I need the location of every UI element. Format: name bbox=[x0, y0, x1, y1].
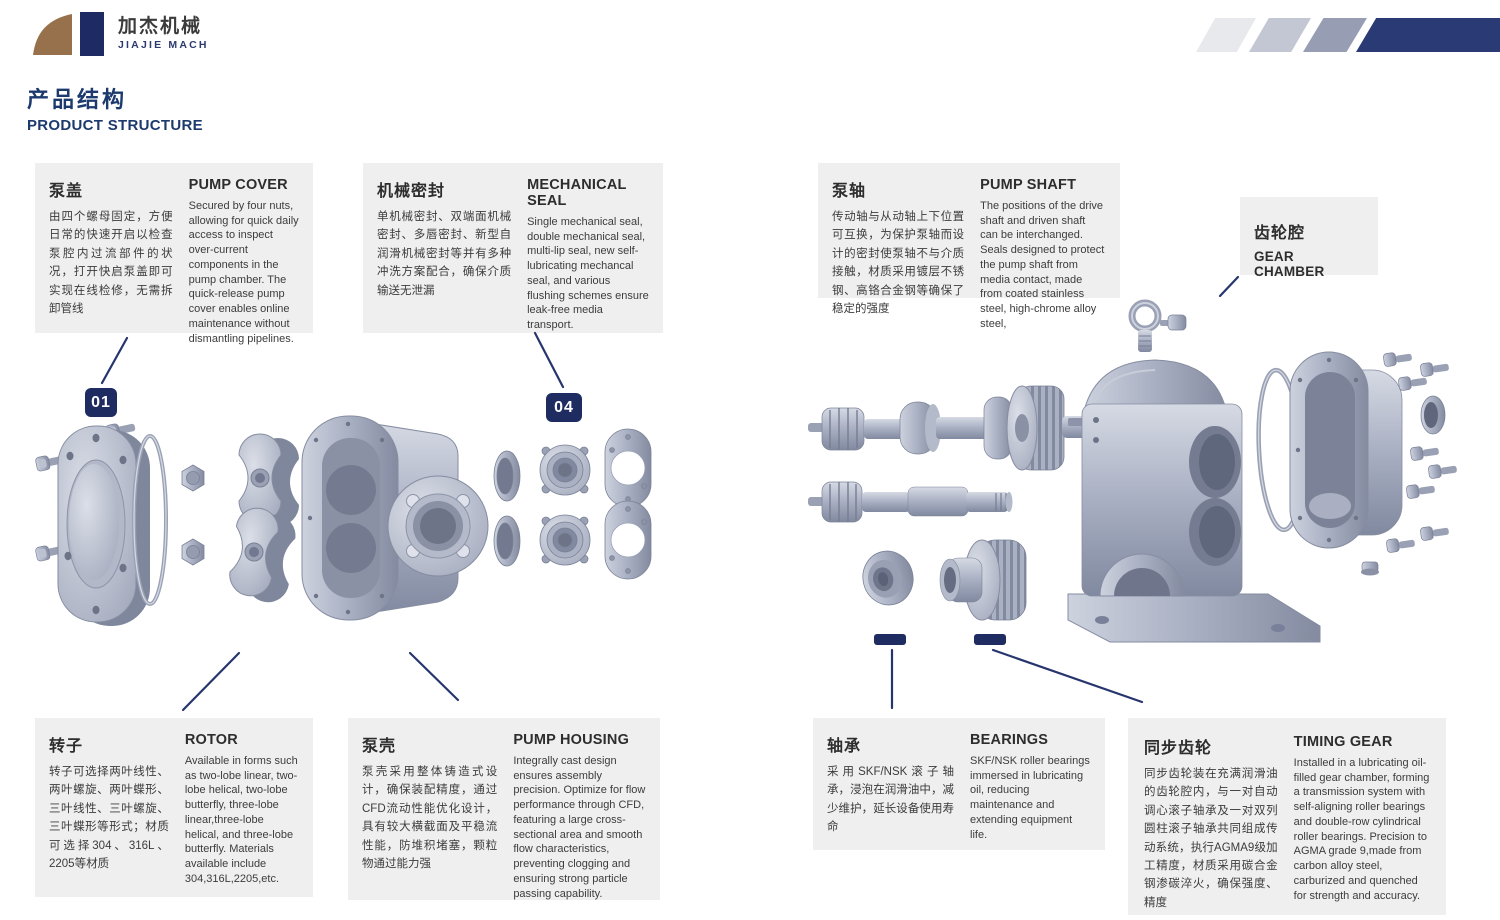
pump-housing-title-cn: 泵壳 bbox=[362, 738, 397, 755]
gear-chamber-cover-part bbox=[1289, 351, 1403, 549]
callout-rotor: 转子 转子可选择两叶线性、两叶螺旋、两叶蝶形、三叶线性、三叶螺旋、三叶蝶形等形式… bbox=[35, 718, 313, 897]
pump-housing-part bbox=[301, 415, 489, 621]
rotor-title-en: ROTOR bbox=[184, 732, 238, 748]
mechanical-seal-cartridges-part bbox=[539, 444, 591, 566]
pump-shaft-title-en: PUMP SHAFT bbox=[980, 177, 1077, 193]
rotor-body-cn: 转子可选择两叶线性、两叶螺旋、两叶蝶形、三叶线性、三叶螺旋、三叶蝶形等形式；材质… bbox=[49, 766, 169, 870]
pump-housing-body-en: Integrally cast design ensures assembly … bbox=[513, 755, 646, 900]
timing-gear-body-en: Installed in a lubricating oil-filled ge… bbox=[1293, 757, 1430, 902]
rotor-body-en: Available in forms such as two-lobe line… bbox=[184, 755, 298, 885]
pump-cover-title-cn: 泵盖 bbox=[49, 183, 84, 200]
mech-seal-title-cn: 机械密封 bbox=[377, 183, 446, 200]
mech-seal-title-en: MECHANICAL SEAL bbox=[527, 177, 627, 209]
gear-end-exploded-diagram bbox=[808, 299, 1458, 645]
pump-shaft-title-cn: 泵轴 bbox=[832, 183, 867, 200]
bearing-marker bbox=[874, 634, 906, 645]
pump-cover-title-en: PUMP COVER bbox=[188, 177, 288, 193]
page-title-cn: 产品结构 bbox=[27, 87, 128, 112]
decor-stripe-2 bbox=[1249, 18, 1311, 52]
cover-o-ring-part bbox=[132, 434, 168, 606]
vent-plug-part bbox=[1160, 314, 1187, 331]
gear-chamber-title-cn: 齿轮腔 bbox=[1254, 225, 1306, 242]
logo-brown-sail-shape bbox=[33, 14, 72, 55]
pump-cover-body-cn: 由四个螺母固定，方便日常的快速开启以检查泵腔内过流部件的状况，打开快启泵盖即可实… bbox=[49, 211, 173, 315]
lifting-eye-bolt-part bbox=[1128, 299, 1162, 352]
brand-name-en: JIAJIE MACH bbox=[118, 38, 209, 51]
pump-housing-body-cn: 泵壳采用整体铸造式设计，确保装配精度，通过CFD流动性能优化设计，具有较大横截面… bbox=[362, 766, 498, 870]
mech-seal-body-en: Single mechanical seal, double mechanica… bbox=[527, 216, 649, 332]
pump-housing-title-en: PUMP HOUSING bbox=[513, 732, 630, 748]
gear-housing-part bbox=[1067, 359, 1321, 643]
seal-end-plates-part bbox=[604, 428, 652, 580]
mech-seal-body-cn: 单机械密封、双端面机械密封、多唇密封、新型自润滑机械密封等并有多种冲洗方案配合，… bbox=[377, 211, 512, 297]
callout-pump-cover: 泵盖 由四个螺母固定，方便日常的快速开启以检查泵腔内过流部件的状况，打开快启泵盖… bbox=[35, 163, 313, 345]
part-number-badge-04: 04 bbox=[546, 393, 582, 422]
bearings-body-en: SKF/NSK roller bearings immersed in lubr… bbox=[970, 755, 1090, 841]
callout-gear-chamber: 齿轮腔 GEAR CHAMBER bbox=[1240, 197, 1378, 279]
callout-pump-housing: 泵壳 泵壳采用整体铸造式设计，确保装配精度，通过CFD流动性能优化设计，具有较大… bbox=[348, 718, 660, 900]
gear-chamber-title-en: GEAR CHAMBER bbox=[1254, 249, 1325, 279]
timing-gear-with-bearing-part bbox=[939, 539, 1027, 621]
hex-nuts-part bbox=[181, 464, 205, 566]
shaft-seal-ring-part bbox=[1420, 395, 1446, 435]
callout-pump-shaft: 泵轴 传动轴与从动轴上下位置可互换，为保护泵轴而设计的密封使泵轴不与介质接触，材… bbox=[818, 163, 1120, 330]
pump-shaft-body-en: The positions of the drive shaft and dri… bbox=[980, 200, 1105, 330]
brand-name-cn: 加杰机械 bbox=[118, 16, 203, 38]
callout-timing-gear: 同步齿轮 同步齿轮装在充满润滑油的齿轮腔内，与一对自动调心滚子轴承及一对双列圆柱… bbox=[1128, 718, 1446, 915]
pump-head-exploded-diagram bbox=[34, 415, 652, 626]
callout-bearings: 轴承 采用SKF/NSK滚子轴承，浸泡在润滑油中，减少维护，延长设备使用寿命 B… bbox=[813, 718, 1105, 850]
driven-shaft-part bbox=[808, 481, 1013, 523]
brand-logo: 加杰机械 JIAJIE MACH bbox=[30, 10, 209, 58]
timing-gear-title-en: TIMING GEAR bbox=[1293, 734, 1393, 750]
drive-shaft-with-gear-part bbox=[808, 385, 1105, 471]
bearings-title-cn: 轴承 bbox=[827, 738, 862, 755]
callout-mechanical-seal: 机械密封 单机械密封、双端面机械密封、多唇密封、新型自润滑机械密封等并有多种冲洗… bbox=[363, 163, 663, 333]
bearings-body-cn: 采用SKF/NSK滚子轴承，浸泡在润滑油中，减少维护，延长设备使用寿命 bbox=[827, 766, 955, 834]
page-title-en: PRODUCT STRUCTURE bbox=[27, 117, 203, 134]
page-title: 产品结构 PRODUCT STRUCTURE bbox=[27, 82, 203, 134]
rotor-title-cn: 转子 bbox=[49, 738, 84, 755]
decor-stripe-4 bbox=[1356, 18, 1500, 52]
shaft-seal-rings-part bbox=[493, 450, 521, 567]
brand-logo-mark bbox=[33, 12, 104, 56]
line-mechanical-seal bbox=[533, 331, 565, 389]
roller-bearing-part bbox=[862, 550, 914, 606]
bearings-title-en: BEARINGS bbox=[970, 732, 1049, 748]
part-number-badge-01: 01 bbox=[85, 388, 117, 417]
pump-cover-part bbox=[57, 425, 150, 626]
timing-gear-marker bbox=[974, 634, 1006, 645]
pump-cover-body-en: Secured by four nuts, allowing for quick… bbox=[188, 200, 299, 345]
rotor-pair-part bbox=[229, 433, 299, 603]
drain-plug-part bbox=[1361, 561, 1379, 576]
decor-stripe-1 bbox=[1196, 18, 1256, 52]
timing-gear-body-cn: 同步齿轮装在充满润滑油的齿轮腔内，与一对自动调心滚子轴承及一对双列圆柱滚子轴承共… bbox=[1144, 768, 1278, 909]
decor-stripe-3 bbox=[1303, 18, 1367, 52]
timing-gear-title-cn: 同步齿轮 bbox=[1144, 740, 1213, 757]
pump-shaft-body-cn: 传动轴与从动轴上下位置可互换，为保护泵轴而设计的密封使泵轴不与介质接触，材质采用… bbox=[832, 211, 965, 315]
line-timing-gear bbox=[991, 648, 1144, 704]
logo-navy-block bbox=[80, 12, 104, 56]
